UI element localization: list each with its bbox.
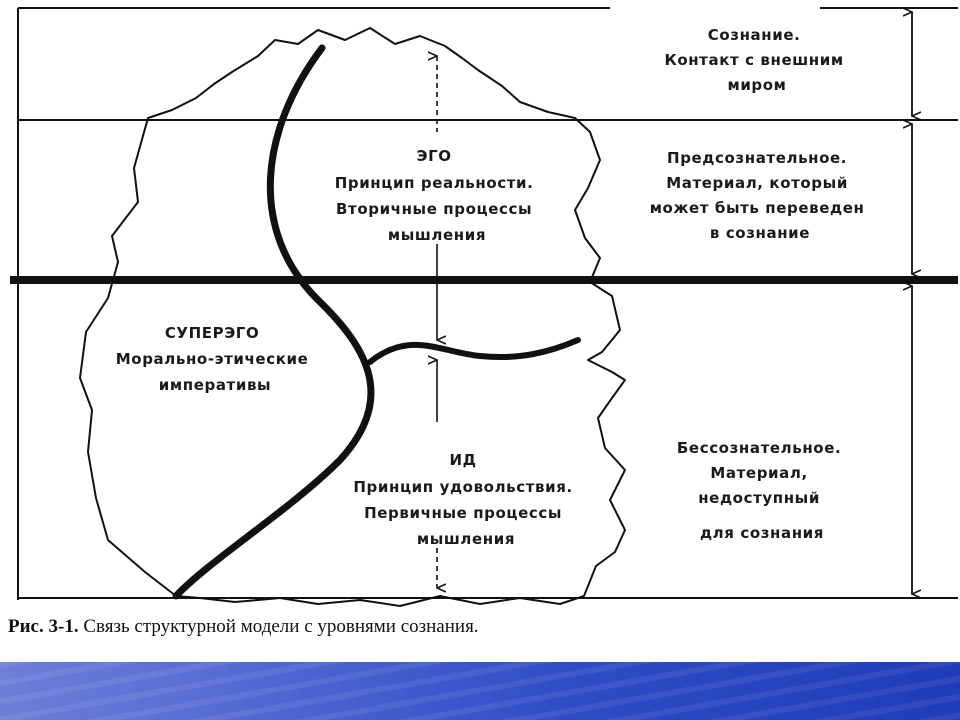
figure-number: Рис. 3-1. [8, 616, 79, 637]
ego-id-boundary [367, 337, 581, 365]
structural-model-diagram: Сознание. Контакт с внешним миром Предсо… [10, 7, 958, 607]
unconscious-label: Бессознательное. Материал, недоступный д… [677, 439, 847, 542]
conscious-label: Сознание. Контакт с внешним миром [664, 26, 849, 94]
superego-boundary [172, 44, 375, 600]
id-label: ИД Принцип удовольствия. Первичные проце… [353, 451, 578, 548]
figure-caption: Рис. 3-1. Связь структурной модели с уро… [8, 616, 479, 638]
psyche-outline [79, 27, 626, 607]
slide-footer-band [0, 662, 960, 720]
figure-caption-text: Связь структурной модели с уровнями созн… [78, 616, 479, 637]
superego-label: СУПЕРЭГО Морально-этические императивы [116, 324, 314, 394]
preconscious-label: Предсознательное. Материал, который може… [650, 149, 871, 242]
ego-label: ЭГО Принцип реальности. Вторичные процес… [335, 147, 540, 244]
